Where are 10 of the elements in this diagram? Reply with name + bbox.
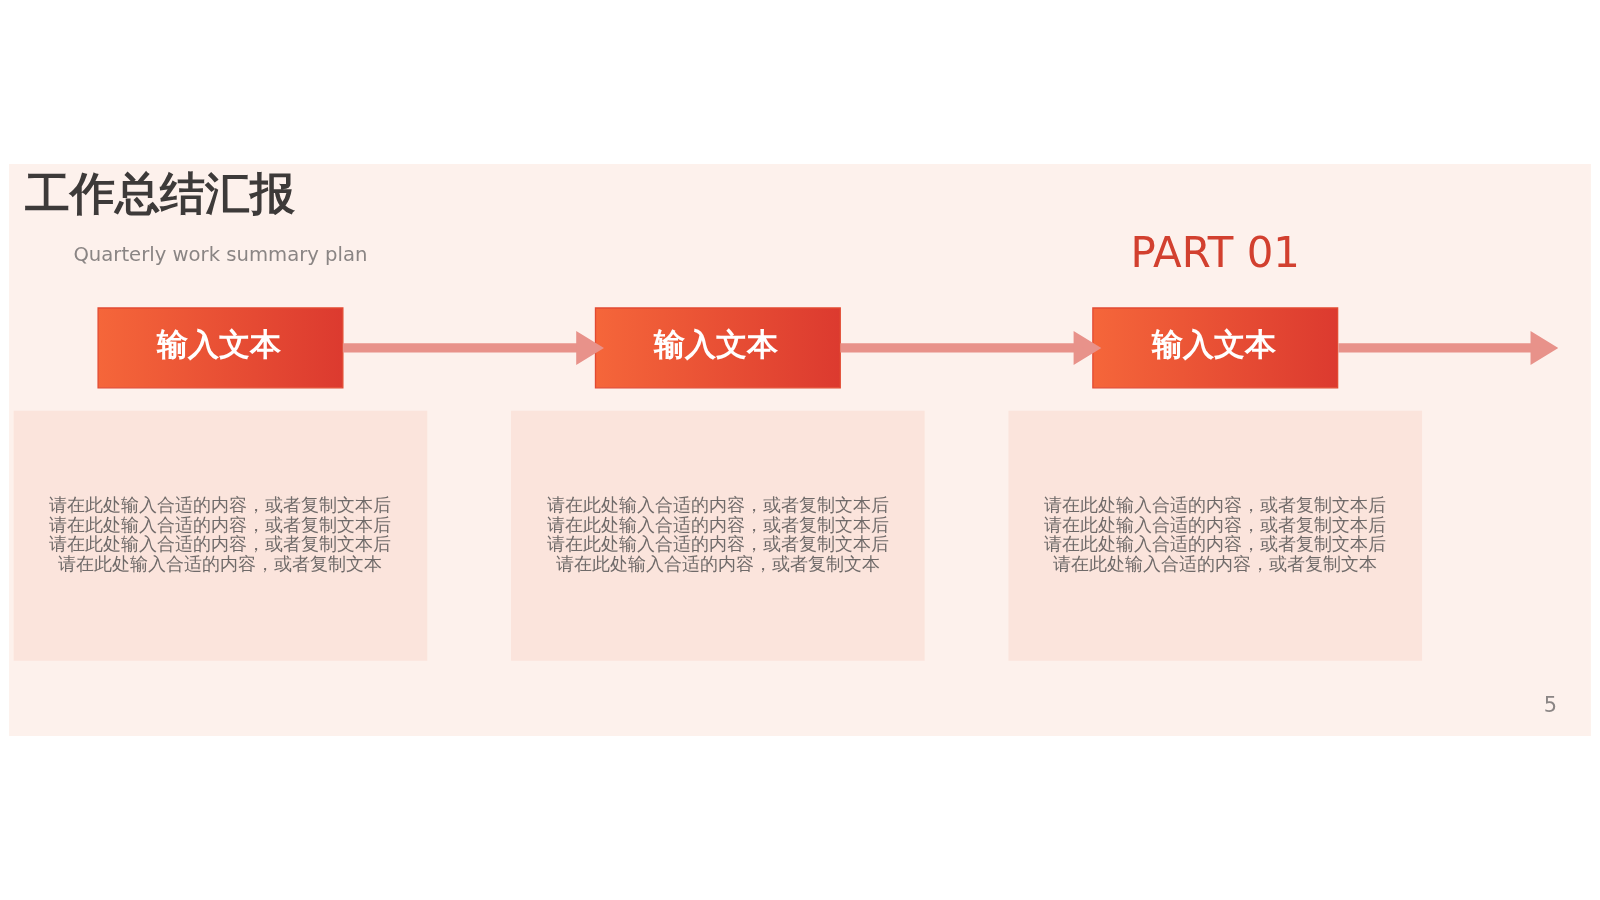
diagram-title: 工作总结汇报: [24, 167, 295, 219]
node-box: 输入文本: [1092, 307, 1339, 389]
label: Quarterly work summary plan: [73, 242, 368, 266]
arrow: [342, 330, 604, 365]
node-box: 输入文本: [97, 307, 344, 389]
label: PART 01: [1130, 227, 1300, 277]
arrow: [840, 330, 1102, 365]
node-box: 输入文本: [594, 307, 841, 389]
arrow: [1338, 330, 1559, 365]
label: 5: [1543, 693, 1558, 718]
